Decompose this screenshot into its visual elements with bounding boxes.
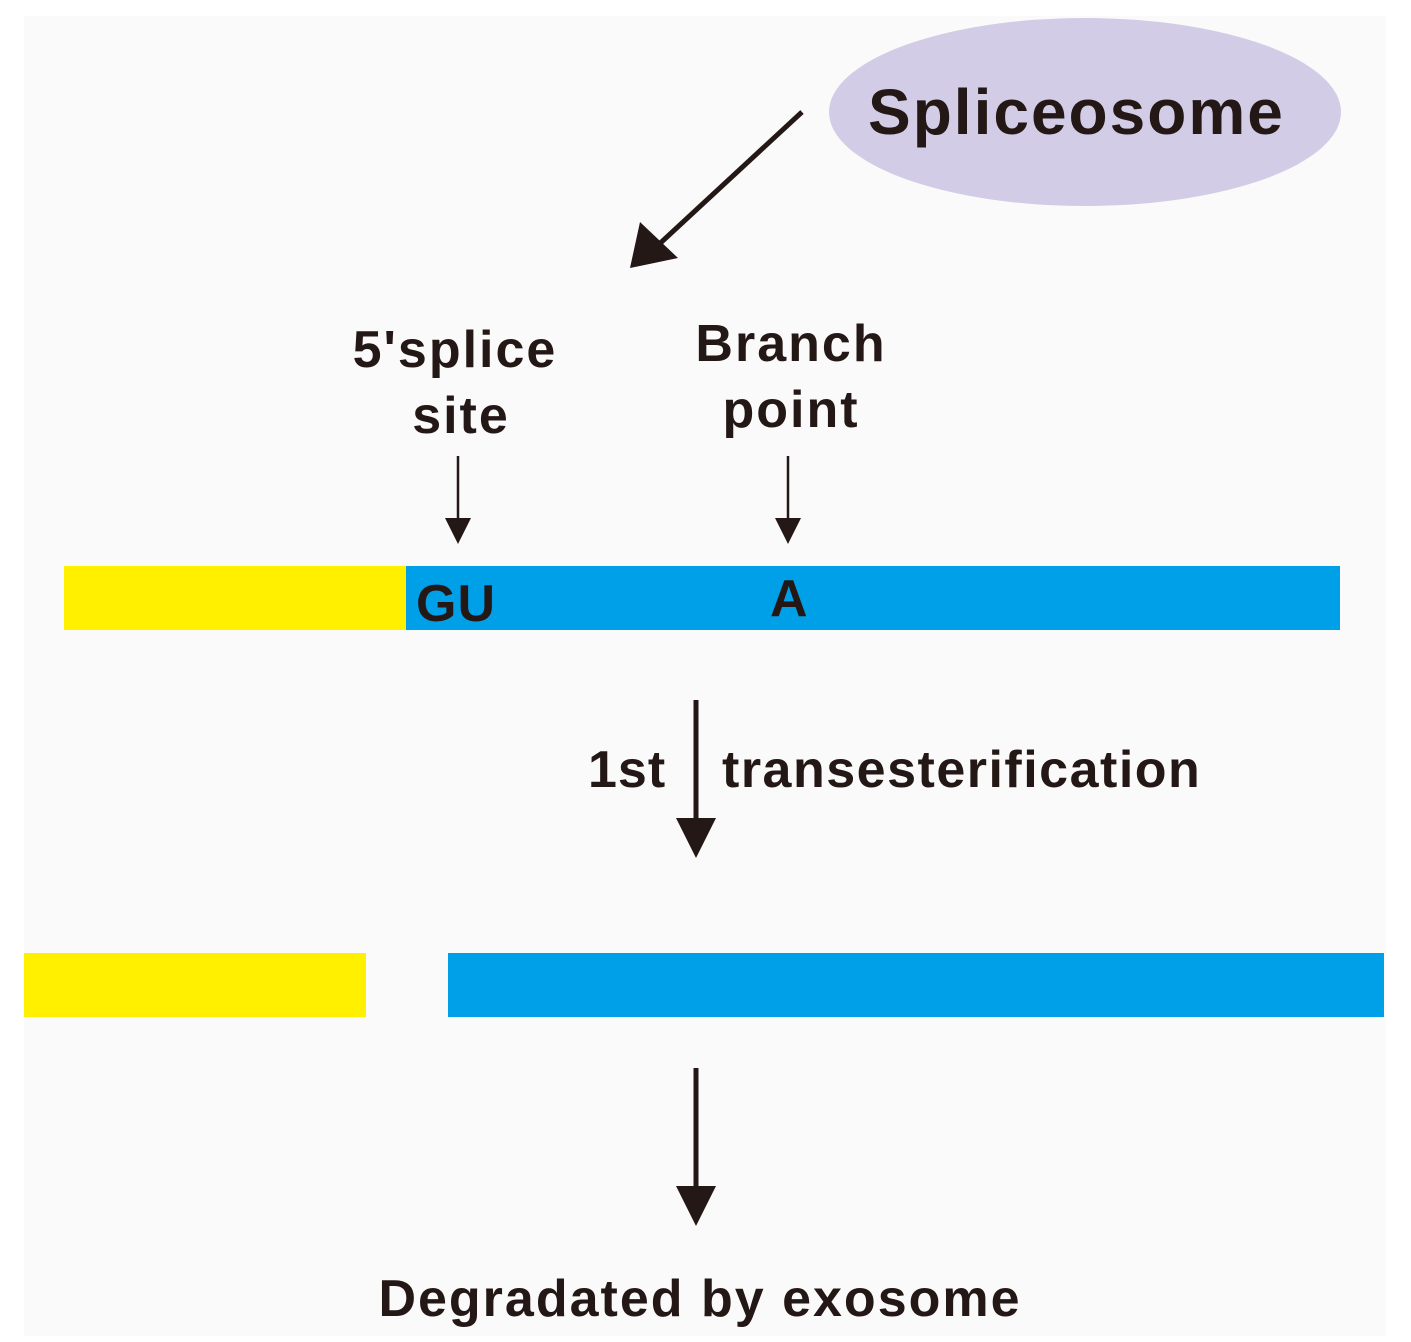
branch-point-label-line1: Branch [695,315,887,373]
step1-label-left: 1st [588,741,667,799]
gu-label: GU [416,575,496,633]
degradation-label: Degradated by exosome [378,1270,1022,1328]
spliceosome-ellipse [829,18,1341,206]
branch-point-label-line2: point [722,381,860,439]
splice-site-label-line1: 5'splice [352,321,558,379]
intron-bar-cleaved [448,953,1384,1017]
exon-bar-top [64,566,406,630]
branch-point-arrow [775,456,801,544]
splice-site-arrow [445,456,471,544]
spliceosome-arrow [630,110,804,268]
a-label: A [770,570,810,628]
step1-label-right: transesterification [722,741,1202,799]
splice-site-label-line2: site [412,387,510,445]
intron-bar-top [406,566,1340,630]
degradation-arrow [676,1068,716,1226]
exon-bar-cleaved [24,953,366,1017]
spliceosome-label: Spliceosome [868,76,1285,148]
transesterification-arrow [676,700,716,858]
diagram-panel [24,16,1386,1336]
